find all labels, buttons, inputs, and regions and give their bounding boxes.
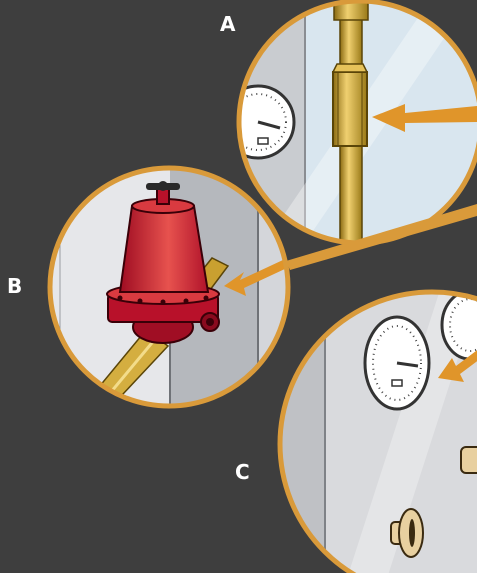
brass-fitting bbox=[333, 64, 367, 146]
pressure-gauge-a bbox=[222, 86, 294, 158]
pressure-gauge-c bbox=[365, 317, 429, 409]
label-a: A bbox=[220, 14, 236, 34]
detail-circle-b bbox=[48, 165, 304, 410]
side-knob bbox=[461, 447, 477, 473]
label-c: C bbox=[235, 462, 251, 482]
detail-circle-c bbox=[275, 290, 477, 573]
label-b: B bbox=[7, 276, 23, 296]
